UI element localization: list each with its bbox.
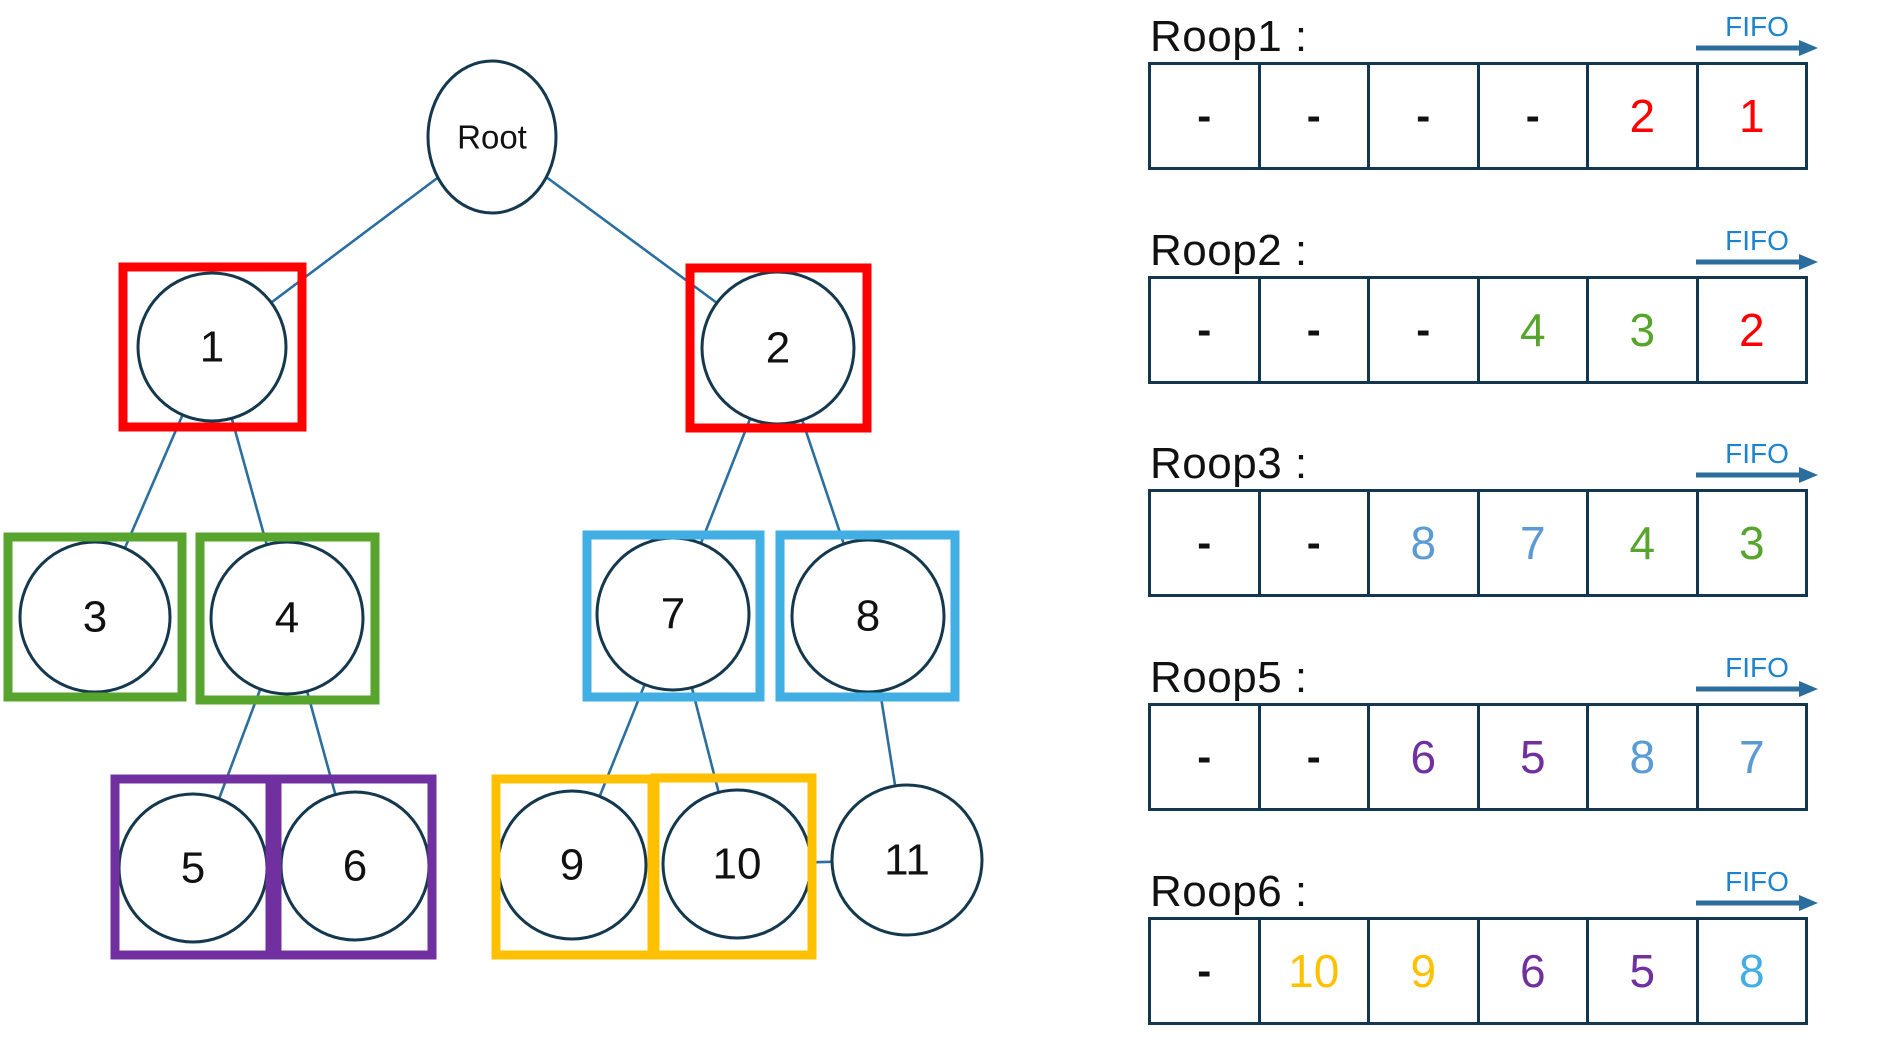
fifo-caption: FIFO (1696, 225, 1818, 257)
fifo-arrow-icon (1696, 253, 1818, 270)
group-box-node4-green (195, 532, 380, 705)
queue-cell: 3 (1695, 492, 1806, 595)
fifo-arrow-icon (1696, 894, 1818, 911)
queue-cell: 2 (1695, 278, 1806, 381)
node-8-label: 8 (856, 592, 880, 641)
queue-cell: 5 (1586, 919, 1696, 1022)
node-7-label: 7 (661, 590, 685, 639)
fifo-label: FIFO (1725, 652, 1789, 684)
queue-cell: - (1257, 278, 1368, 381)
queue-cell: - (1257, 492, 1368, 595)
node-3-label: 3 (83, 593, 107, 642)
node-3-circle (18, 540, 172, 694)
fifo-arrow-icon (1696, 681, 1818, 698)
group-box-node10-yellow (650, 773, 817, 960)
queue-cell: - (1367, 278, 1477, 381)
node-1-circle (136, 271, 288, 423)
queue-cell: 6 (1476, 919, 1587, 1022)
group-box-node7-lightblue (582, 530, 765, 702)
queue-cell: 8 (1695, 919, 1806, 1022)
group-boxes (3, 262, 960, 960)
queue-label: Roop5 : (1150, 653, 1308, 703)
fifo-label: FIFO (1725, 224, 1789, 256)
node-root-circle (426, 59, 558, 215)
queue-cell: 4 (1586, 492, 1696, 595)
queue-cell: 9 (1367, 919, 1477, 1022)
queue-cell: 10 (1257, 919, 1368, 1022)
fifo-caption: FIFO (1696, 11, 1818, 43)
group-box-node8-lightblue (775, 530, 960, 702)
group-box-node1-red (118, 262, 307, 432)
node-5-label: 5 (181, 844, 205, 893)
fifo-label: FIFO (1725, 438, 1789, 470)
queue-cell: - (1197, 305, 1212, 353)
queue-cell: 3 (1586, 278, 1696, 381)
queue-label: Roop2 : (1150, 225, 1308, 275)
node-2-label: 2 (766, 324, 790, 373)
node-9-label: 9 (560, 841, 584, 890)
group-box-node5-purple (110, 774, 275, 960)
node-6-label: 6 (343, 842, 367, 891)
queue-cell: 8 (1367, 492, 1477, 595)
fifo-label: FIFO (1725, 11, 1789, 42)
queue-cell: 2 (1586, 65, 1696, 167)
fifo-label: FIFO (1725, 865, 1789, 897)
queue-cell: - (1197, 733, 1212, 781)
queue-label: Roop1 : (1150, 12, 1308, 61)
tree-edges (93, 135, 909, 869)
queue-cell: 7 (1695, 706, 1806, 809)
queue-cell: 4 (1476, 278, 1587, 381)
fifo-arrow-icon (1696, 40, 1818, 56)
node-4-label: 4 (275, 594, 299, 643)
queue-cell: - (1257, 706, 1368, 809)
fifo-caption: FIFO (1696, 866, 1818, 898)
node-1-label: 1 (200, 323, 224, 372)
node-root-label: Root (457, 119, 527, 156)
queue-cell: - (1197, 519, 1212, 567)
tree-nodes: Root 1 2 3 4 5 6 7 8 9 10 11 (18, 59, 984, 944)
node-10-label: 10 (713, 840, 762, 889)
node-8-circle (790, 538, 946, 694)
fifo-caption: FIFO (1696, 652, 1818, 684)
fifo-arrow-icon (1696, 467, 1818, 484)
group-box-node2-red (685, 263, 872, 433)
queue-cell: - (1257, 65, 1368, 167)
node-11-circle (830, 783, 984, 937)
queue-label: Roop3 : (1150, 439, 1308, 489)
queue-cell: - (1197, 946, 1212, 994)
queue-cell: 7 (1476, 492, 1587, 595)
queue-cell: - (1367, 65, 1477, 167)
queue-cell: - (1197, 92, 1212, 139)
queue-cell: 5 (1476, 706, 1587, 809)
group-box-node6-purple (272, 774, 437, 960)
queue-label: Roop6 : (1150, 866, 1308, 916)
queue-cell: 6 (1367, 706, 1477, 809)
node-11-label: 11 (884, 836, 930, 885)
tree-diagram: Root 1 2 3 4 5 6 7 8 9 10 11 (3, 59, 984, 960)
queue-cell: 8 (1586, 706, 1696, 809)
queue-cell: - (1476, 65, 1587, 167)
queue-cell: 1 (1695, 65, 1806, 167)
group-box-node3-green (3, 532, 187, 702)
node-4-circle (209, 540, 365, 696)
fifo-caption: FIFO (1696, 438, 1818, 470)
